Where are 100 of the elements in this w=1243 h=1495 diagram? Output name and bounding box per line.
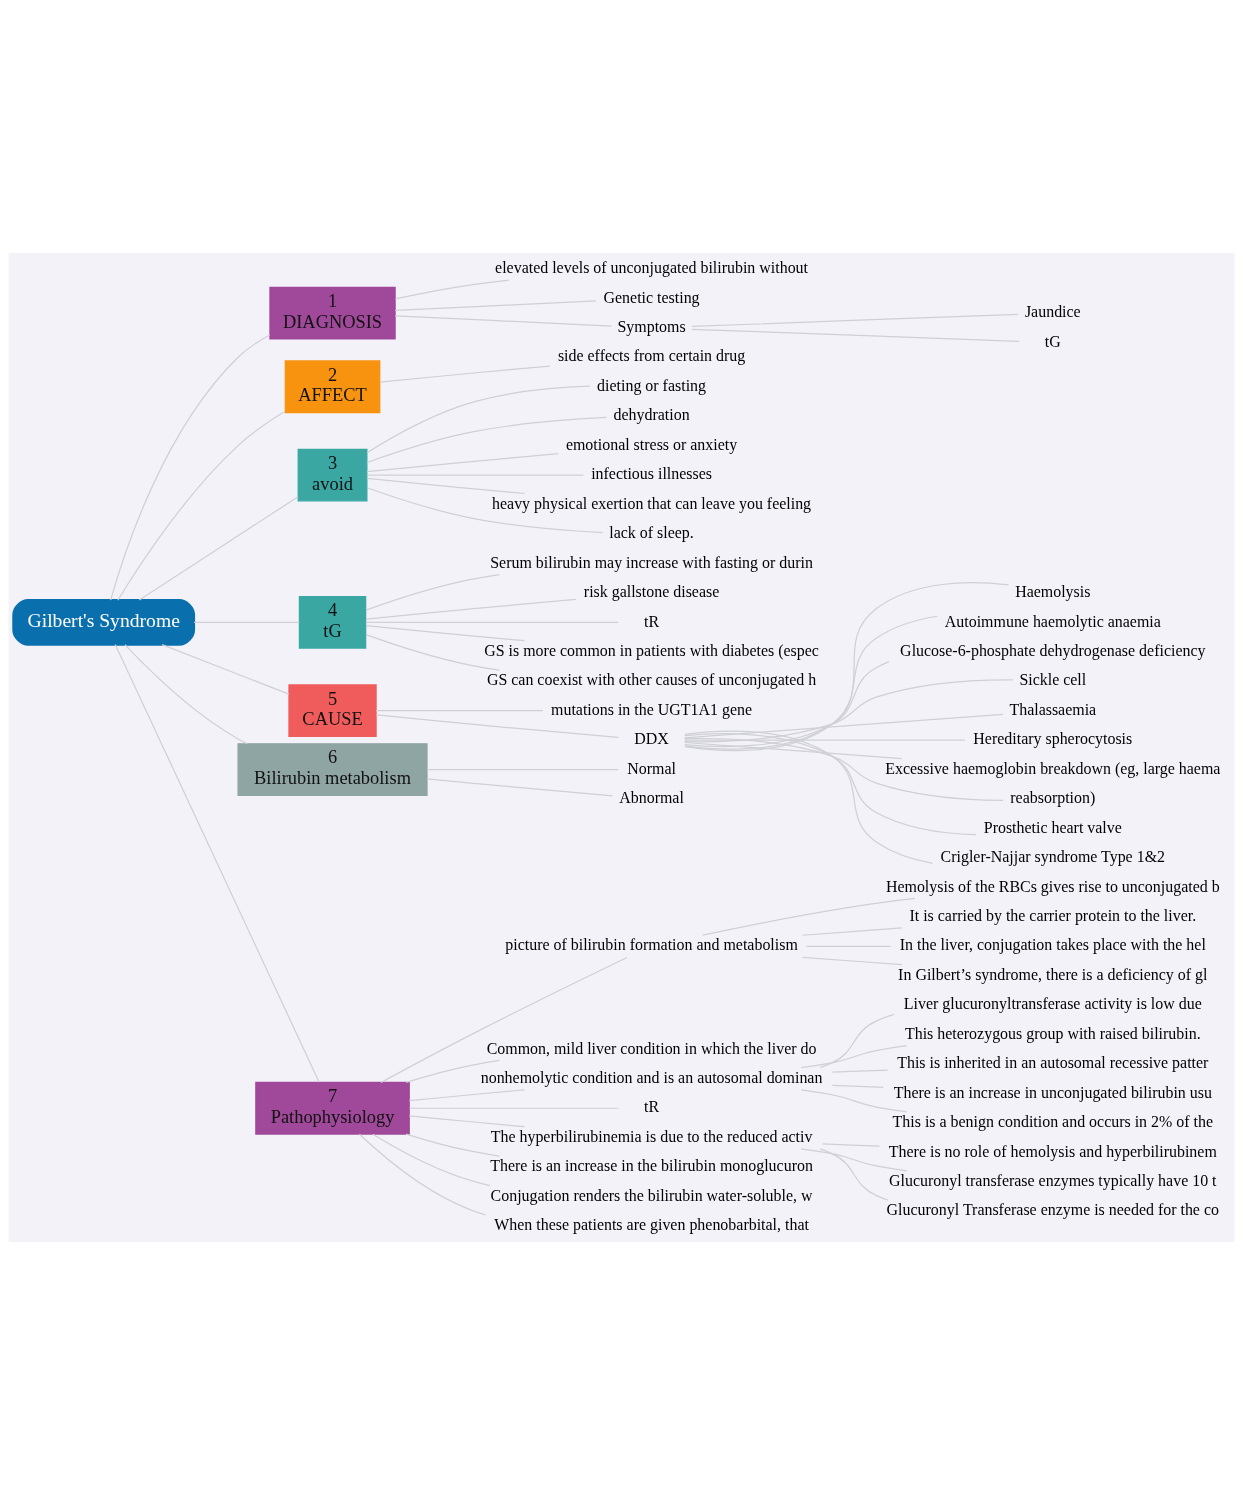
node-text: mutations in the UGT1A1 gene — [551, 700, 753, 718]
node-text: Prosthetic heart valve — [983, 818, 1122, 836]
connector — [394, 279, 510, 300]
node-text: Hemolysis of the RBCs gives rise to unconjugated b — [885, 877, 1220, 895]
node-text: dehydration — [613, 406, 690, 424]
node-text: The hyperbilirubinemia is due to the reduced activ — [490, 1127, 813, 1145]
connector — [684, 713, 1004, 739]
node-text: There is an increase in unconjugated bilirubin usu — [893, 1083, 1212, 1101]
node-box: Gilbert's Syndrome — [12, 599, 196, 646]
node-text: Haemolysis — [1015, 583, 1091, 601]
node-box: 5 CAUSE — [288, 684, 377, 738]
connector — [426, 768, 619, 771]
node-text: picture of bilirubin formation and metabolism — [505, 936, 798, 954]
node-box: 2 AFFECT — [284, 360, 381, 414]
node-text: dieting or fasting — [597, 376, 707, 394]
connector — [114, 643, 320, 1083]
node-text: side effects from certain drug — [557, 347, 746, 365]
connector — [702, 897, 916, 936]
connector — [366, 477, 526, 495]
connector — [161, 644, 290, 695]
node-text: There is no role of hemolysis and hyperbilirubinem — [888, 1142, 1217, 1160]
node-text: Common, mild liver condition in which the liver do — [486, 1039, 817, 1057]
connector — [380, 956, 628, 1084]
node-text: heavy physical exertion that can leave you feeling — [492, 494, 812, 512]
node-text: Genetic testing — [603, 288, 700, 306]
node-box: 4 tG — [298, 595, 367, 649]
node-box: 6 Bilirubin metabolism — [237, 743, 428, 796]
node-text: Serum bilirubin may increase with fasting or durin — [490, 553, 813, 571]
node-text: emotional stress or anxiety — [565, 435, 738, 453]
node-text: This is inherited in an autosomal recessive patter — [897, 1054, 1209, 1072]
node-text: Conjugation renders the bilirubin water-soluble, w — [490, 1186, 813, 1204]
connector — [124, 644, 248, 745]
node-text: There is an increase in the bilirubin monoglucuron — [490, 1157, 813, 1175]
node-text: Normal — [627, 759, 676, 777]
node-text: lack of sleep. — [609, 524, 694, 542]
node-text: Glucuronyl Transferase enzyme is needed for the co — [886, 1201, 1219, 1219]
connector — [805, 945, 892, 947]
node-text: elevated levels of unconjugated bilirubin without — [495, 259, 809, 277]
node-box: 3 avoid — [297, 448, 368, 502]
node-text: This is a benign condition and occurs in 2% of the — [892, 1113, 1214, 1131]
node-text: Abnormal — [619, 789, 684, 807]
connector — [365, 598, 577, 620]
connector — [800, 1045, 908, 1069]
connector — [365, 621, 619, 623]
connector — [684, 737, 1004, 802]
connector — [366, 487, 604, 534]
connector — [831, 1069, 889, 1073]
connector — [684, 582, 1010, 752]
node-text: Glucose-6-phosphate dehydrogenase deficiency — [900, 641, 1206, 659]
connector — [365, 624, 526, 642]
connector — [375, 714, 619, 738]
connector — [365, 633, 501, 671]
connector — [684, 733, 977, 836]
connector — [193, 621, 300, 623]
connector — [375, 710, 544, 712]
node-text: infectious illnesses — [591, 465, 712, 483]
node-text: Jaundice — [1024, 303, 1081, 321]
connector — [684, 741, 903, 760]
connector — [684, 615, 938, 750]
connector — [366, 453, 559, 473]
node-text: In Gilbert’s syndrome, there is a deficiency of gl — [898, 965, 1208, 983]
node-text: When these patients are given phenobarbital, that — [494, 1216, 809, 1234]
connector — [800, 1148, 908, 1172]
node-text: GS is more common in patients with diabetes (espec — [484, 641, 819, 659]
node-text: This heterozygous group with raised bilirubin. — [904, 1024, 1201, 1042]
node-text: It is carried by the carrier protein to the liver. — [909, 907, 1197, 924]
node-text: Autoimmune haemolytic anaemia — [944, 612, 1161, 630]
connector — [408, 1115, 526, 1128]
node-text: Crigler-Najjar syndrome Type 1&2 — [940, 848, 1166, 866]
connector — [358, 1133, 487, 1216]
node-text: Thalassaemia — [1009, 700, 1097, 718]
connector — [831, 1084, 884, 1088]
connector — [408, 1089, 526, 1102]
connector — [394, 300, 597, 311]
node-text: nonhemolytic condition and is an autosomal dominan — [480, 1068, 823, 1086]
connector — [819, 1148, 889, 1201]
connector — [365, 573, 501, 611]
connector — [691, 328, 1020, 342]
node-text: GS can coexist with other causes of unconjugated h — [486, 671, 817, 689]
node-text: reabsorption) — [1010, 789, 1096, 807]
connector — [379, 365, 551, 383]
connector — [366, 416, 608, 464]
connector — [110, 334, 271, 601]
connector — [684, 679, 1014, 743]
node-text: Hereditary spherocytosis — [973, 730, 1133, 748]
node-box: 7 Pathophysiology — [255, 1081, 410, 1135]
node-text: In the liver, conjugation takes place with the hel — [899, 936, 1206, 954]
node-text: tR — [644, 1098, 660, 1116]
connector — [819, 1013, 895, 1069]
connector — [800, 1089, 908, 1113]
node-text: tR — [644, 612, 660, 630]
connector — [405, 1133, 501, 1157]
connector — [821, 1143, 881, 1147]
node-text: Symptoms — [617, 318, 686, 336]
connector — [684, 730, 934, 864]
node-text: Sickle cell — [1019, 671, 1087, 689]
connector — [801, 927, 903, 936]
node-text: Liver glucuronyltransferase activity is low due — [903, 995, 1202, 1013]
connector — [372, 1133, 491, 1187]
connector — [117, 410, 286, 601]
